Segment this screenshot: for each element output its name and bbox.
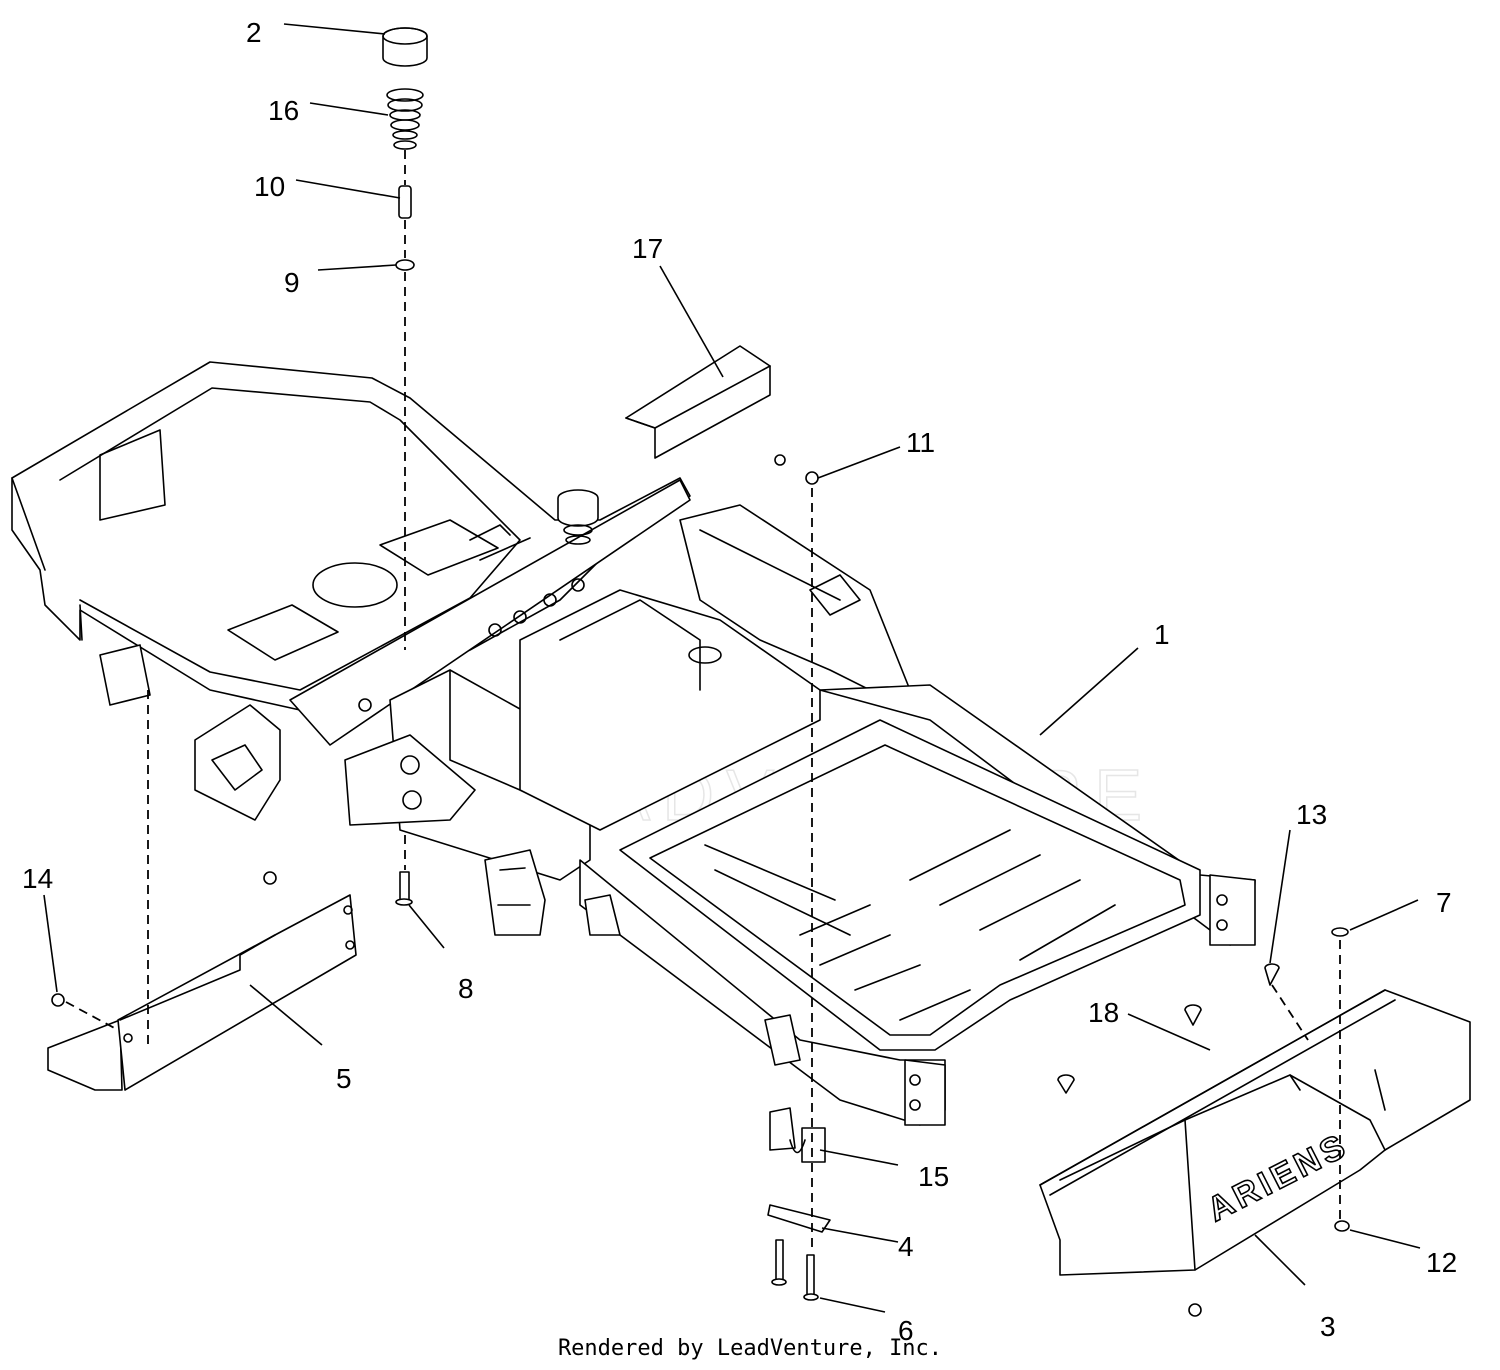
washer-icon <box>1331 927 1349 937</box>
callout-label: 14 <box>22 863 53 894</box>
callout-label: 13 <box>1296 799 1327 830</box>
spacer-icon <box>398 185 412 219</box>
bolt-icon <box>399 871 410 903</box>
nut-icon <box>805 471 819 485</box>
footer-credit: Rendered by LeadVenture, Inc. <box>557 1336 943 1361</box>
callout-label: 2 <box>246 17 262 48</box>
lower-hardware <box>395 454 831 1301</box>
side-shield <box>47 871 357 1091</box>
callout-label: 10 <box>254 171 285 202</box>
leader-lines <box>43 23 1421 1313</box>
screw-icon <box>1264 963 1280 986</box>
callout-label: 11 <box>906 427 935 458</box>
pin-icon <box>806 1254 815 1298</box>
bolt-icon <box>51 993 65 1007</box>
bumper-cap-icon <box>382 27 428 67</box>
pin-icon <box>775 1239 784 1283</box>
main-frame <box>11 361 1256 1126</box>
callout-label: 8 <box>458 973 474 1004</box>
callout-label: 15 <box>918 1161 949 1192</box>
assembly-lines <box>65 150 1341 1252</box>
callout-label: 16 <box>268 95 299 126</box>
callout-label: 17 <box>632 233 663 264</box>
nut-icon <box>774 454 786 466</box>
callouts: 2 16 10 9 17 11 1 13 7 14 8 18 5 15 4 12… <box>22 17 1457 1346</box>
callout-label: 12 <box>1426 1247 1457 1278</box>
callout-label: 1 <box>1154 619 1170 650</box>
callout-label: 7 <box>1436 887 1452 918</box>
callout-label: 18 <box>1088 997 1119 1028</box>
washer-icon <box>395 259 415 271</box>
front-bumper: ARIENS <box>1039 927 1471 1317</box>
screw-icon <box>1184 1004 1202 1026</box>
callout-label: 3 <box>1320 1311 1336 1342</box>
nut-icon <box>1334 1220 1350 1232</box>
link-plate-icon <box>767 1204 831 1233</box>
callout-label: 9 <box>284 267 300 298</box>
nut-icon <box>1188 1303 1202 1317</box>
screw-icon <box>1057 1074 1075 1094</box>
callout-label: 6 <box>898 1315 914 1346</box>
callout-label: 4 <box>898 1231 914 1262</box>
angle-plate <box>625 345 771 459</box>
spring-icon <box>386 88 424 150</box>
bolt-icon <box>263 871 277 885</box>
callout-label: 5 <box>336 1063 352 1094</box>
